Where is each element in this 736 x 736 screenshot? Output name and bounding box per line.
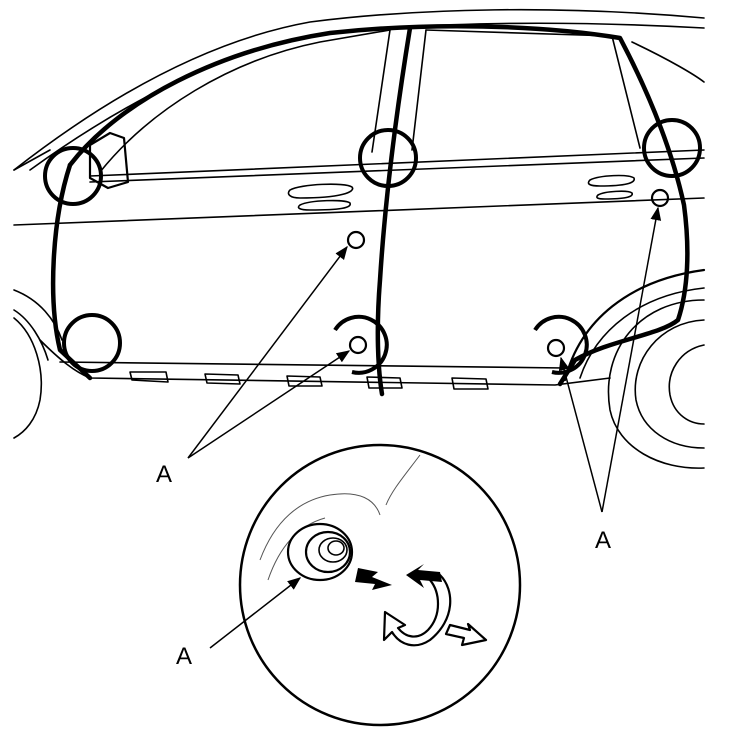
callout-label-a-right: A [595,527,611,554]
callout-label-a-detail: A [176,643,192,670]
twist-arrow-icon [444,622,488,647]
grommet-hole-pillar-lower [348,335,368,355]
clip-circle-front-lower [62,313,122,373]
clip-circle-pillar-upper [358,128,418,188]
grommet-hole-front-door [346,230,366,250]
grommet-hole-rear-door [650,188,670,208]
clip-circle-front-upper [43,146,103,206]
detail-view-magnifier [238,443,522,727]
leader-lines [187,206,662,649]
pull-arrow-icon [355,568,392,590]
push-arrow-icon [406,564,442,588]
clip-circle-pillar-lower [333,314,389,375]
grommet-top [318,537,348,563]
grommet-hole-rear-lower [546,338,566,358]
clip-location-markers [43,118,702,375]
door-weatherstrip [50,24,690,397]
callout-labels: A A A [156,461,611,670]
callout-label-a-left: A [156,461,172,488]
clip-circle-rear-upper [642,118,702,178]
car-body [13,8,706,469]
grommet-body [304,530,352,574]
rotate-arrow-icon [382,573,452,647]
grommet-holes [346,188,670,358]
grommet-outer-flange [286,522,354,582]
